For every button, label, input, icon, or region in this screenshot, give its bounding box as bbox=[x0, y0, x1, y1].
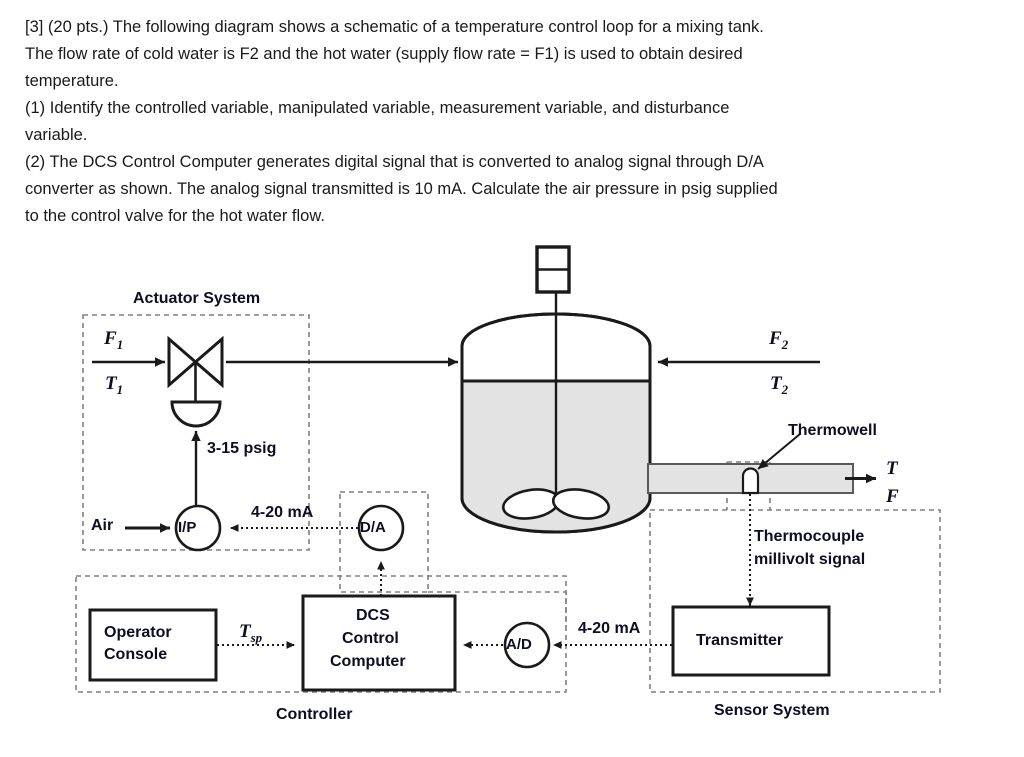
dcs-label-line2[interactable]: Control bbox=[342, 630, 399, 647]
transmitter-block bbox=[671, 605, 831, 677]
control-loop-diagram: Actuator System F1 T1 F2 T2 3-15 psig Ai… bbox=[0, 236, 1024, 757]
outlet-temp-label: T bbox=[886, 458, 898, 479]
transmitter-label[interactable]: Transmitter bbox=[696, 632, 784, 649]
da-to-ip-signal-label: 4-20 mA bbox=[251, 504, 314, 521]
problem-line: (1) Identify the controlled variable, ma… bbox=[25, 99, 730, 117]
problem-line: variable. bbox=[25, 126, 88, 144]
tank-outline bbox=[460, 312, 652, 534]
impeller-blade-right bbox=[551, 488, 611, 520]
ad-converter-circle bbox=[503, 621, 551, 669]
controller-box bbox=[75, 575, 567, 693]
da-converter-box bbox=[339, 491, 429, 593]
dcs-control-computer-block bbox=[301, 594, 457, 692]
problem-statement: [3] (20 pts.) The following diagram show… bbox=[25, 14, 1000, 230]
ip-converter-label[interactable]: I/P bbox=[178, 519, 197, 536]
thermowell-label: Thermowell bbox=[788, 422, 877, 439]
sensor-system-box bbox=[649, 509, 941, 693]
da-converter-circle bbox=[357, 504, 405, 552]
control-valve-actuator-diaphragm bbox=[170, 400, 222, 428]
dcs-label-line3[interactable]: Computer bbox=[330, 653, 406, 670]
operator-console-label-line2[interactable]: Console bbox=[104, 646, 168, 663]
outlet-flow-label: F bbox=[886, 486, 899, 507]
hot-flow-label: F1 bbox=[104, 328, 124, 352]
hot-temp-label: T1 bbox=[105, 373, 124, 397]
thermocouple-signal-label-line2: millivolt signal bbox=[754, 551, 866, 568]
problem-line: [3] (20 pts.) The following diagram show… bbox=[25, 18, 764, 36]
actuator-system-box bbox=[82, 314, 310, 551]
operator-console-label-line1[interactable]: Operator bbox=[104, 624, 172, 641]
problem-line: The flow rate of cold water is F2 and th… bbox=[25, 45, 743, 63]
ip-converter-circle bbox=[174, 504, 222, 552]
da-converter-label[interactable]: D/A bbox=[360, 519, 386, 536]
thermowell-probe bbox=[741, 467, 760, 495]
cold-flow-label: F2 bbox=[769, 328, 789, 352]
setpoint-label: Tsp bbox=[239, 621, 263, 645]
problem-line: to the control valve for the hot water f… bbox=[25, 207, 325, 225]
problem-line: converter as shown. The analog signal tr… bbox=[25, 180, 778, 198]
cold-temp-label: T2 bbox=[770, 373, 789, 397]
sensor-system-group-label: Sensor System bbox=[714, 702, 830, 719]
controller-group-label: Controller bbox=[276, 706, 353, 723]
problem-line: (2) The DCS Control Computer generates d… bbox=[25, 153, 764, 171]
actuator-system-label: Actuator System bbox=[133, 290, 261, 307]
problem-line: temperature. bbox=[25, 72, 119, 90]
operator-console-block bbox=[88, 608, 218, 682]
thermowell-leader-line bbox=[757, 433, 801, 470]
dcs-label-line1[interactable]: DCS bbox=[356, 607, 390, 624]
ad-converter-label[interactable]: A/D bbox=[506, 636, 532, 653]
pneumatic-signal-label: 3-15 psig bbox=[207, 440, 277, 457]
air-supply-label: Air bbox=[91, 517, 114, 534]
thermocouple-signal-label-line1: Thermocouple bbox=[754, 528, 865, 545]
transmitter-to-ad-signal-label: 4-20 mA bbox=[578, 620, 641, 637]
thermowell-box bbox=[726, 461, 771, 510]
